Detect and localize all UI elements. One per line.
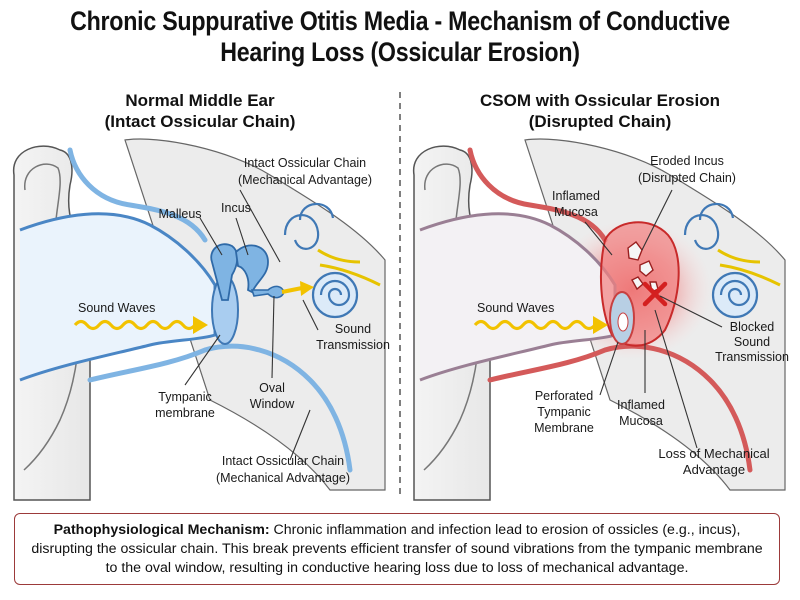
label-tympanic-1: Tympanic — [158, 390, 212, 404]
label-chain-bottom-2: (Mechanical Advantage) — [216, 471, 350, 485]
label-loss-mechanical-2: Advantage — [683, 462, 745, 477]
label-inflamed-mucosa-bottom-1: Inflamed — [617, 398, 665, 412]
left-incus — [235, 244, 269, 294]
right-sound-wave — [473, 319, 597, 331]
title-line-2: Hearing Loss (Ossicular Erosion) — [220, 37, 580, 67]
label-incus: Incus — [221, 201, 251, 215]
right-panel-title: CSOM with Ossicular Erosion (Disrupted C… — [420, 90, 780, 132]
normal-ear-illustration: Intact Ossicular Chain (Mechanical Advan… — [13, 138, 390, 501]
left-ear-canal — [19, 212, 217, 382]
csom-ear-illustration: Eroded Incus (Disrupted Chain) Inflamed … — [413, 138, 789, 501]
label-blocked-3: Transmission — [715, 350, 789, 364]
label-chain-top-2: (Mechanical Advantage) — [238, 173, 372, 187]
caption-text: Chronic inflammation and infection lead … — [31, 522, 763, 576]
label-perforated-3: Membrane — [534, 421, 594, 435]
right-leader-lines — [584, 189, 723, 449]
label-chain-bottom-1: Intact Ossicular Chain — [222, 454, 344, 468]
right-panel-title-line-2: (Disrupted Chain) — [528, 112, 672, 131]
label-eroded-incus-1: Eroded Incus — [650, 154, 724, 168]
label-sound-transmission-2: Transmission — [316, 338, 390, 352]
right-canal-lower-wall — [487, 343, 753, 473]
left-malleus — [210, 243, 239, 301]
right-panel-title-line-1: CSOM with Ossicular Erosion — [480, 91, 720, 110]
label-blocked-1: Blocked — [730, 320, 775, 334]
label-inflamed-mucosa-bottom-2: Mucosa — [619, 414, 663, 428]
left-sound-arrow-head — [193, 316, 208, 334]
right-inner-ear — [683, 202, 781, 319]
label-tympanic-2: membrane — [155, 406, 215, 420]
label-sound-transmission-1: Sound — [335, 322, 371, 336]
title-line-1: Chronic Suppurative Otitis Media - Mecha… — [70, 6, 730, 36]
left-inner-ear — [283, 202, 381, 319]
label-blocked-2: Sound — [734, 335, 770, 349]
left-canal-upper-wall — [67, 147, 208, 243]
left-panel-title-line-2: (Intact Ossicular Chain) — [104, 112, 296, 131]
left-transmission-arrow — [281, 286, 303, 294]
left-leader-lines — [184, 189, 319, 461]
caption-heading: Pathophysiological Mechanism: — [53, 522, 270, 538]
left-sound-wave — [73, 319, 197, 331]
left-panel-title-line-1: Normal Middle Ear — [125, 91, 275, 110]
label-perforated-2: Tympanic — [537, 405, 591, 419]
label-inflamed-mucosa-top-2: Mucosa — [554, 205, 598, 219]
label-inflamed-mucosa-top-1: Inflamed — [552, 189, 600, 203]
tympanic-perforation — [617, 312, 629, 332]
label-oval-window-1: Oval — [259, 381, 285, 395]
label-eroded-incus-2: (Disrupted Chain) — [638, 171, 736, 185]
label-chain-top-1: Intact Ossicular Chain — [244, 156, 366, 170]
label-sound-waves-left: Sound Waves — [78, 301, 155, 315]
left-panel-title: Normal Middle Ear (Intact Ossicular Chai… — [20, 90, 380, 132]
label-loss-mechanical-1: Loss of Mechanical — [658, 446, 769, 461]
mechanism-caption-box: Pathophysiological Mechanism: Chronic in… — [14, 513, 780, 585]
label-oval-window-2: Window — [250, 397, 295, 411]
page-title: Chronic Suppurative Otitis Media - Mecha… — [56, 6, 744, 68]
label-perforated-1: Perforated — [535, 389, 593, 403]
left-canal-lower-wall — [87, 343, 353, 473]
label-sound-waves-right: Sound Waves — [477, 301, 554, 315]
right-canal-upper-wall — [467, 147, 608, 243]
blocked-transmission-x-icon — [642, 281, 668, 307]
label-malleus: Malleus — [158, 207, 201, 221]
right-sound-arrow-head — [593, 316, 608, 334]
left-transmission-arrow-head — [300, 281, 314, 296]
